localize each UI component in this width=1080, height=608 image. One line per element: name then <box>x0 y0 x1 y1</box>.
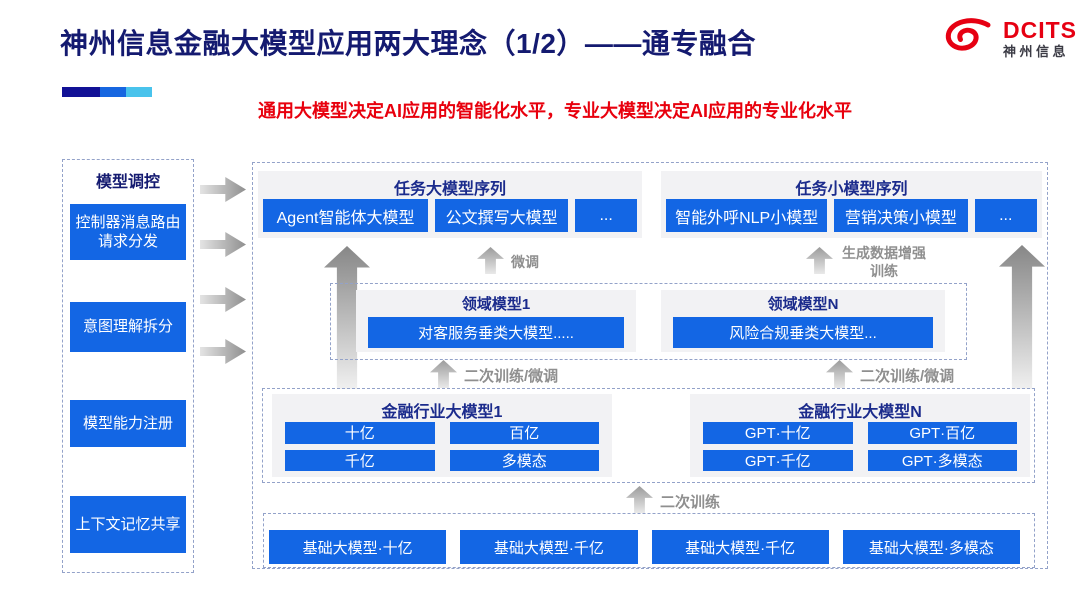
logo-brand-text: DCITS <box>1003 16 1077 43</box>
base-models-frame: 基础大模型·十亿 基础大模型·千亿 基础大模型·千亿 基础大模型·多模态 <box>263 513 1035 568</box>
augmented-training-label: 生成数据增强训练 <box>842 245 926 279</box>
sidebar-item-capability-registry: 模型能力注册 <box>70 400 186 447</box>
task-small-model-group: 任务小模型序列 智能外呼NLP小模型 营销决策小模型 ... <box>661 171 1042 238</box>
right-arrow-icon <box>200 339 246 364</box>
retrain-finetune-label-right: 二次训练/微调 <box>860 368 955 385</box>
model-box-document-writing: 公文撰写大模型 <box>435 199 569 232</box>
slide-subtitle: 通用大模型决定AI应用的智能化水平，专业大模型决定AI应用的专业化水平 <box>258 101 852 121</box>
model-box-outbound-nlp: 智能外呼NLP小模型 <box>666 199 828 232</box>
model-control-title: 模型调控 <box>95 174 160 191</box>
model-box-1b: 十亿 <box>285 422 435 444</box>
model-box-agent: Agent智能体大模型 <box>263 199 429 232</box>
retrain-finetune-label-left: 二次训练/微调 <box>464 368 559 385</box>
right-arrow-icon <box>200 287 246 312</box>
page-title: 神州信息金融大模型应用两大理念（1/2）——通专融合 <box>60 28 756 59</box>
model-box-100b: 千亿 <box>285 449 435 471</box>
title-accent-bar <box>62 87 152 97</box>
model-box-base-1b: 基础大模型·十亿 <box>269 530 447 564</box>
model-box-10b: 百亿 <box>449 422 599 444</box>
model-box-gpt-multimodal: GPT·多模态 <box>867 449 1017 471</box>
accent-segment-cyan <box>126 87 152 97</box>
model-box-more-small: ... <box>974 199 1037 232</box>
industry-model-n-title: 金融行业大模型N <box>798 404 922 421</box>
logo-brand-cn-text: 神州信息 <box>1003 44 1070 59</box>
domain-model-1-group: 领域模型1 对客服务垂类大模型..... <box>356 290 636 352</box>
model-box-more-large: ... <box>575 199 638 232</box>
domain-models-frame <box>330 283 967 360</box>
task-large-model-title: 任务大模型序列 <box>393 181 506 198</box>
model-box-marketing-decision: 营销决策小模型 <box>834 199 968 232</box>
industry-model-1-title: 金融行业大模型1 <box>381 404 503 421</box>
task-small-model-title: 任务小模型序列 <box>795 181 908 198</box>
right-arrow-icon <box>200 177 246 202</box>
model-box-base-100b-b: 基础大模型·千亿 <box>651 530 829 564</box>
model-control-panel: 模型调控 控制器消息路由请求分发 意图理解拆分 模型能力注册 上下文记忆共享 <box>62 159 194 573</box>
industry-model-n-group: 金融行业大模型N GPT·十亿 GPT·百亿 GPT·千亿 GPT·多模态 <box>690 394 1030 477</box>
model-box-gpt-1b: GPT·十亿 <box>703 422 853 444</box>
model-box-gpt-10b: GPT·百亿 <box>867 422 1017 444</box>
industry-models-frame <box>262 388 1035 483</box>
model-box-risk-compliance: 风险合规垂类大模型... <box>673 317 933 348</box>
model-box-customer-service: 对客服务垂类大模型..... <box>368 317 624 348</box>
sidebar-item-intent-parsing: 意图理解拆分 <box>70 302 186 352</box>
second-training-label: 二次训练 <box>660 494 721 511</box>
task-large-model-group: 任务大模型序列 Agent智能体大模型 公文撰写大模型 ... <box>258 171 642 238</box>
domain-model-n-group: 领域模型N 风险合规垂类大模型... <box>661 290 945 352</box>
model-box-multimodal: 多模态 <box>449 449 599 471</box>
industry-model-1-group: 金融行业大模型1 十亿 百亿 千亿 多模态 <box>272 394 612 477</box>
domain-model-n-title: 领域模型N <box>767 296 839 313</box>
model-architecture-frame <box>252 162 1048 569</box>
domain-model-1-title: 领域模型1 <box>461 296 531 313</box>
model-box-base-multimodal: 基础大模型·多模态 <box>842 530 1020 564</box>
dcits-swirl-icon <box>942 16 996 61</box>
sidebar-item-controller-routing: 控制器消息路由请求分发 <box>70 204 186 260</box>
model-box-gpt-100b: GPT·千亿 <box>703 449 853 471</box>
fine-tune-label: 微调 <box>511 254 539 270</box>
right-arrow-icon <box>200 232 246 257</box>
sidebar-item-context-memory: 上下文记忆共享 <box>70 496 186 553</box>
accent-segment-dark <box>62 87 100 97</box>
dcits-logo: DCITS 神州信息 <box>942 16 1077 61</box>
model-box-base-100b-a: 基础大模型·千亿 <box>460 530 638 564</box>
accent-segment-blue <box>100 87 126 97</box>
